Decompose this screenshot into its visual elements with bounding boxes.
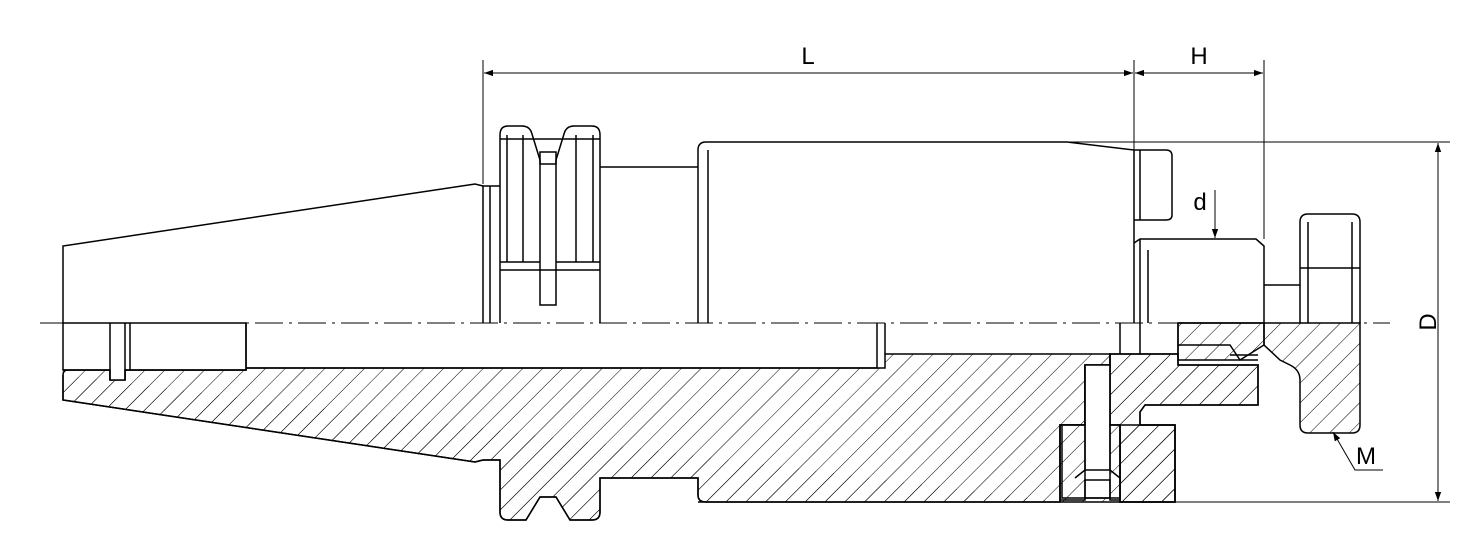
dim-M-leader	[1332, 431, 1383, 471]
lower-section	[62, 322, 1361, 521]
dim-d-label: d	[1193, 189, 1206, 216]
dim-M-label: M	[1356, 443, 1376, 470]
dim-D-label: D	[1415, 313, 1442, 330]
dim-L-label: L	[801, 43, 814, 70]
upper-outline	[62, 125, 1361, 323]
dim-H-label: H	[1190, 43, 1207, 70]
dimension-lines	[482, 60, 1450, 503]
